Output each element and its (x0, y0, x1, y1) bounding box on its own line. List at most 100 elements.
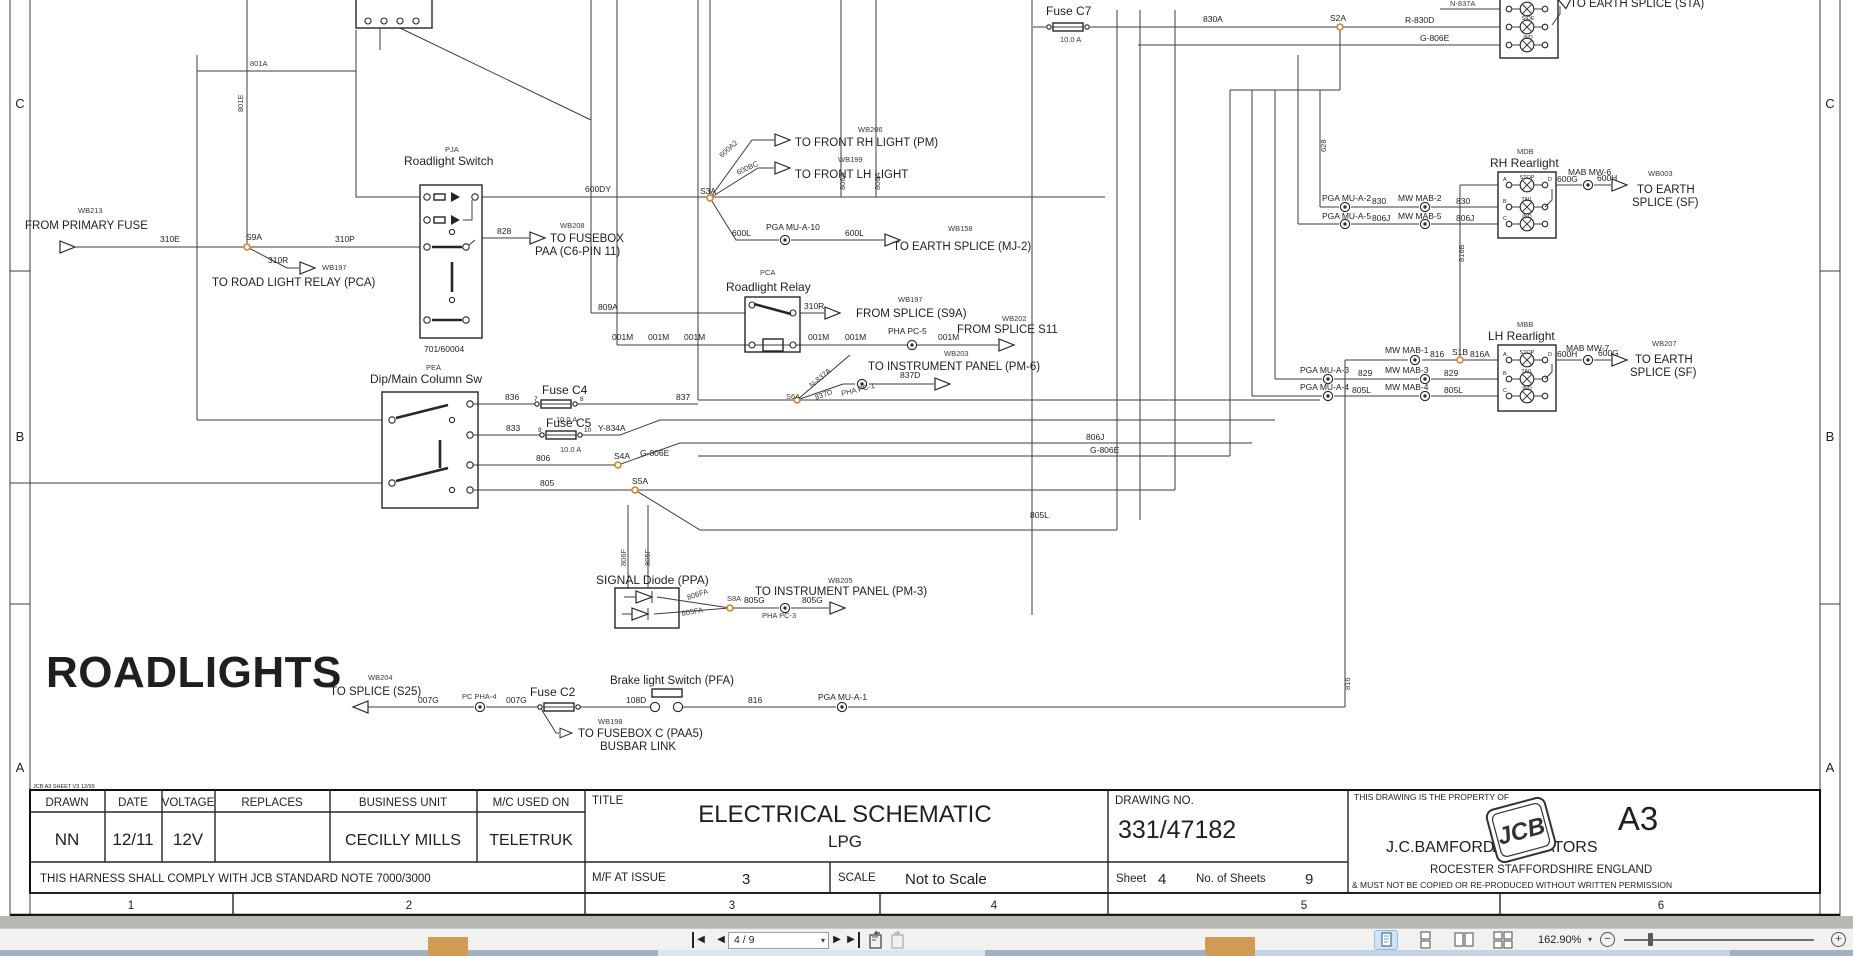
wire-label: 806 (536, 453, 550, 463)
two-page-continuous-layout-icon[interactable] (1492, 931, 1514, 949)
titleblock-value: NN (55, 830, 80, 849)
component-name: Fuse C7 (1046, 4, 1092, 18)
titleblock-value: 12V (173, 830, 204, 849)
next-page-button[interactable]: ▶ (833, 934, 841, 945)
flag-label: TO EARTH (1635, 354, 1693, 366)
titleblock-value: Not to Scale (905, 871, 987, 888)
lamp-label: IND (1522, 214, 1532, 220)
connector-label: MAB MW-6 (1568, 167, 1612, 177)
flag-label: FROM SPLICE S11 (957, 324, 1058, 336)
wire-label: 829 (1444, 368, 1458, 378)
wire-label: 628 (1319, 139, 1328, 152)
flag-label: FROM PRIMARY FUSE (25, 220, 148, 232)
connector-label: PGA MU-A-1 (818, 692, 867, 702)
front-lamp-block-symbol (1499, 0, 1559, 59)
splice-label: S8A (727, 594, 741, 603)
zone-letter: A (16, 760, 25, 775)
top-connector-block (355, 0, 433, 29)
wire-label: 830 (1372, 196, 1386, 206)
connector-label: PGA MU-A-5 (1322, 211, 1371, 221)
component-name: RH Rearlight (1490, 156, 1559, 170)
fuse-c2-symbol (537, 702, 581, 712)
flag-label: PAA (C6-PIN 11) (535, 246, 620, 258)
component-name: Fuse C2 (530, 685, 576, 699)
flag-label: SPLICE (SF) (1630, 367, 1697, 379)
last-page-button[interactable]: ▶ (844, 932, 860, 948)
wire-label: 600H (1597, 173, 1617, 183)
pin-number: 10 (584, 427, 592, 434)
component-ref: MBB (1517, 320, 1533, 329)
harness-label: WB197 (322, 263, 347, 272)
page-number-input[interactable]: 4 / 9 ▾ (728, 932, 829, 949)
company-name: J.C.BAMFORD. (1386, 839, 1499, 856)
flag-label: TO EARTH (1637, 184, 1695, 196)
titleblock-header: No. of Sheets (1196, 873, 1266, 885)
wire-label: 816 (1430, 349, 1444, 359)
flag-label: TO INSTRUMENT PANEL (PM-3) (755, 586, 927, 598)
flag-label: FROM SPLICE (S9A) (856, 308, 967, 320)
fuse-c4-symbol (534, 399, 578, 409)
wire-label: 310R (804, 301, 824, 311)
lamp-label: SIDE (1522, 16, 1535, 22)
wire-label: 805 (540, 478, 554, 488)
zoom-slider-handle[interactable] (1648, 933, 1653, 946)
single-page-layout-icon[interactable] (1374, 930, 1398, 950)
fuse-rating: 10.0 A (556, 415, 577, 424)
component-ref: PEA (426, 363, 441, 372)
zoom-level-value: 162.90% (1538, 934, 1582, 946)
first-page-button[interactable]: ◀ (692, 932, 708, 948)
wire-label: R-830D (1405, 15, 1434, 25)
wire-label: 600H (1557, 349, 1577, 359)
wire-label: 806J (1372, 213, 1390, 223)
schematic-wires (10, 0, 1611, 734)
lamp-label: STOP (1520, 175, 1535, 181)
component-ref: MDB (1517, 147, 1534, 156)
page-number-value: 4 / 9 (734, 934, 755, 946)
flag-label: TO EARTH SPLICE (STA) (1570, 0, 1704, 10)
wire-label: 805L (1444, 385, 1463, 395)
next-view-icon[interactable] (890, 931, 906, 949)
pin-number: 8 (580, 396, 584, 403)
connector-label: MW MAB-3 (1385, 365, 1429, 375)
titleblock-header: M/C USED ON (493, 797, 570, 809)
flag-label: TO FRONT RH LIGHT (PM) (795, 137, 938, 149)
zoom-in-button[interactable]: + (1831, 932, 1846, 947)
component-ref: PCA (760, 268, 775, 277)
harness-label: WB204 (368, 673, 393, 682)
connector-label: MW MAB-4 (1385, 382, 1429, 392)
zoom-slider-track[interactable] (1624, 939, 1814, 941)
zoom-dropdown-caret-icon[interactable]: ▾ (1588, 935, 1593, 944)
property-note: THIS DRAWING IS THE PROPERTY OF (1354, 792, 1509, 802)
two-page-layout-icon[interactable] (1453, 931, 1475, 949)
lh-rearlight-symbol (1497, 344, 1557, 412)
wire-label: 806A (873, 172, 882, 190)
wire-label: 310R (268, 255, 288, 265)
zone-letter: C (1825, 96, 1834, 111)
pin-letter: A (1503, 352, 1507, 358)
wire-label: 830 (1456, 196, 1470, 206)
wire-label: N-837A (808, 366, 833, 389)
zone-letter: B (16, 429, 25, 444)
wire-label: N-837A (1450, 0, 1475, 8)
titleblock-header: Sheet (1116, 873, 1147, 885)
page-dropdown-caret-icon[interactable]: ▾ (820, 936, 825, 945)
harness-label: WB207 (1652, 339, 1677, 348)
titleblock-value: 3 (742, 871, 750, 888)
wire-label: 809A (598, 302, 618, 312)
title-block: 1 2 3 4 5 6 DRAWN DATE VOLTAGE REPLACES … (29, 789, 1821, 917)
pin-letter: D (1548, 352, 1552, 358)
previous-view-icon[interactable] (868, 931, 884, 949)
titleblock-header: SCALE (838, 872, 876, 884)
connector-label: PGA MU-A-2 (1322, 193, 1371, 203)
splice-label: S3A (700, 186, 716, 196)
wire-label: 829 (1358, 368, 1372, 378)
component-name: Fuse C5 (546, 416, 592, 430)
wire-label: 836 (505, 392, 519, 402)
titleblock-header: TITLE (592, 795, 624, 807)
titleblock-value: CECILLY MILLS (345, 832, 461, 849)
previous-page-button[interactable]: ◀ (717, 934, 725, 945)
continuous-layout-icon[interactable] (1414, 931, 1436, 949)
component-ref: PJA (445, 145, 459, 154)
zoom-out-button[interactable]: − (1600, 932, 1615, 947)
wire-label: 108D (626, 695, 646, 705)
